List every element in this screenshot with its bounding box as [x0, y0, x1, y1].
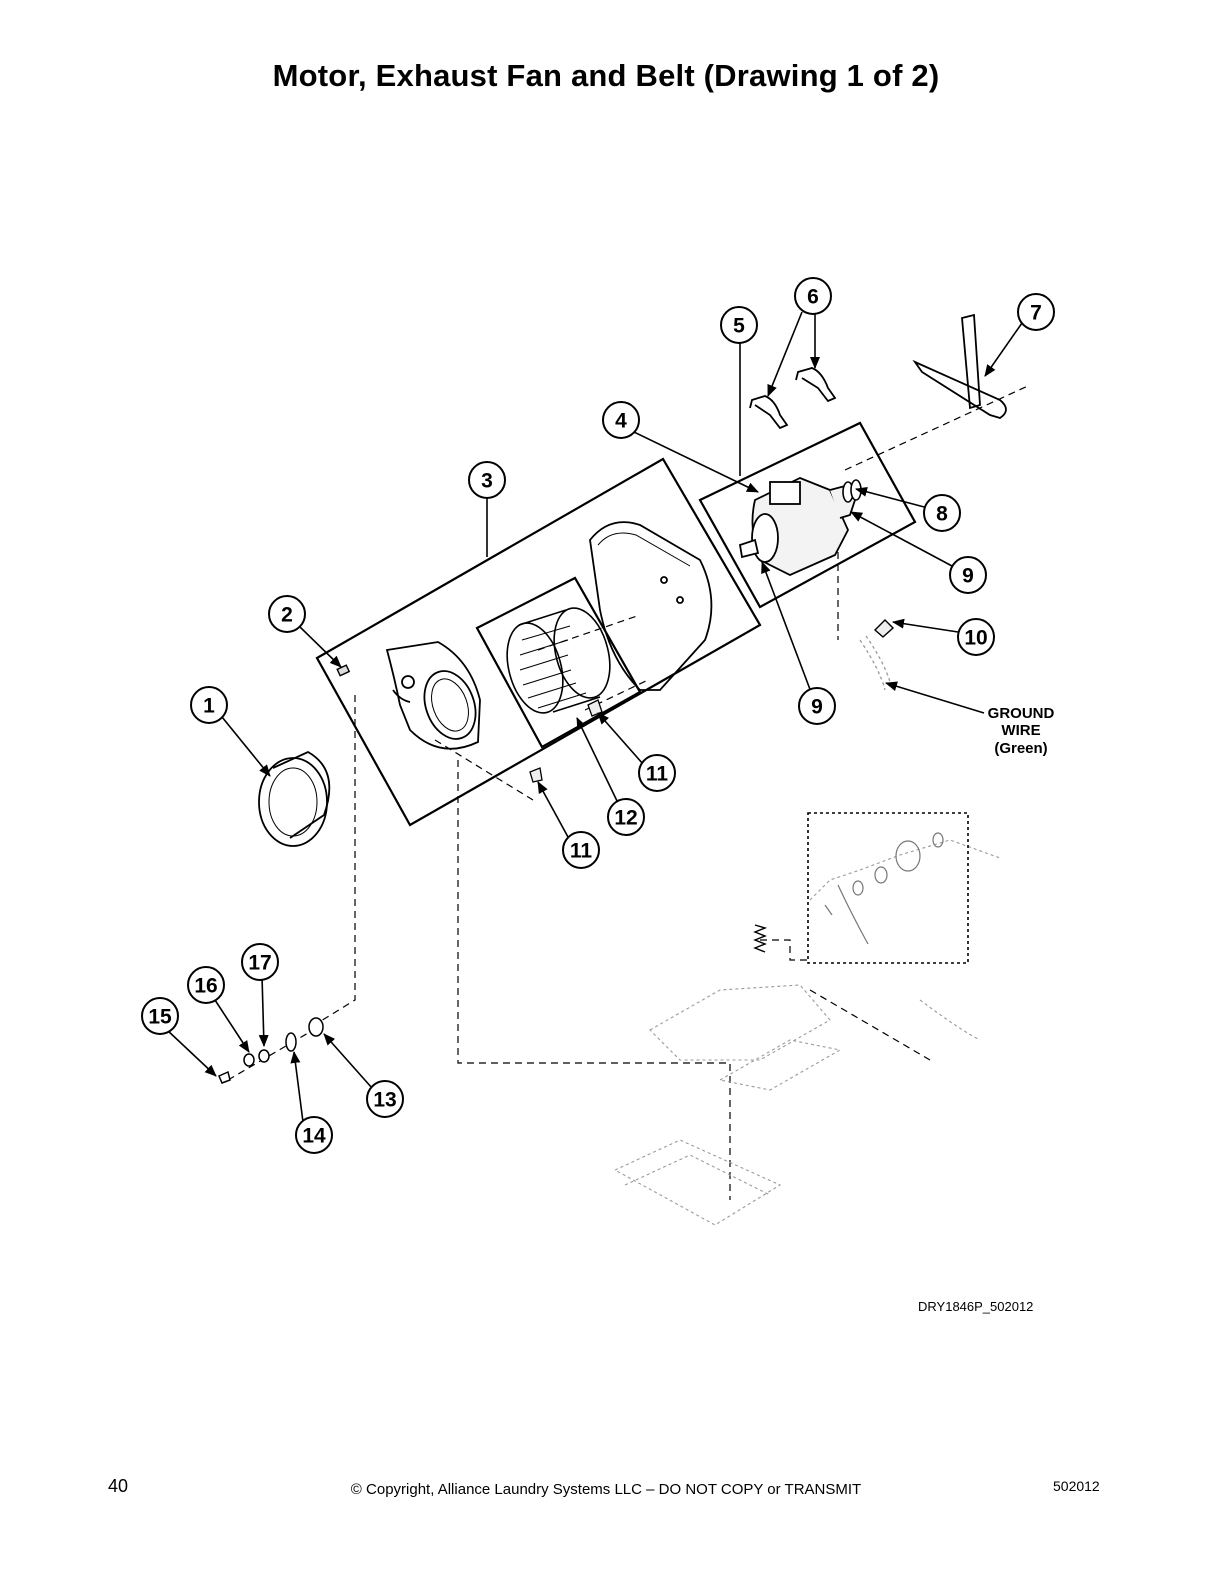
inset-detail-parts [824, 832, 944, 945]
callout-6-circle [794, 277, 832, 315]
callout-9b-circle [798, 687, 836, 725]
callout-3-circle [468, 461, 506, 499]
callout-11b-circle [562, 831, 600, 869]
housing-backplate-part [385, 641, 481, 750]
ground-wire-label-line2: WIRE [1001, 722, 1040, 739]
motor-clamp-part [749, 367, 837, 430]
ground-wire-label-line1: GROUND [988, 705, 1055, 722]
callout-9a-circle [949, 556, 987, 594]
callout-4-circle [602, 401, 640, 439]
callout-17-label: 17 [248, 952, 271, 975]
callout-11b-label: 11 [570, 840, 593, 863]
callout-7-circle [1017, 293, 1055, 331]
callout-13-label: 13 [373, 1089, 396, 1112]
background-frame-part [613, 839, 1001, 1226]
callout-8-label: 8 [936, 503, 948, 526]
ground-wire-part [859, 635, 893, 691]
copyright-notice: © Copyright, Alliance Laundry Systems LL… [350, 1481, 862, 1498]
callout-5-label: 5 [733, 315, 745, 338]
callout-14-circle [295, 1116, 333, 1154]
callout-6-label: 6 [807, 286, 819, 309]
callout-11a-label: 11 [646, 763, 669, 786]
callout-13-circle [366, 1080, 404, 1118]
ring-part [258, 750, 331, 847]
callout-12-label: 12 [614, 807, 637, 830]
callout-10-circle [957, 618, 995, 656]
callout-2-circle [268, 595, 306, 633]
callout-16-circle [187, 966, 225, 1004]
callout-17-circle [241, 943, 279, 981]
callout-4-label: 4 [615, 410, 627, 433]
drive-belt-part [912, 313, 1007, 419]
fan-group-box [475, 576, 642, 749]
fan-wheel-part [506, 607, 611, 714]
callout-2-label: 2 [281, 604, 293, 627]
callout-10-label: 10 [964, 627, 987, 650]
inset-detail-box [807, 812, 969, 964]
callout-15-circle [141, 997, 179, 1035]
callout-8-circle [923, 494, 961, 532]
callout-3-label: 3 [481, 470, 493, 493]
callout-16-label: 16 [194, 975, 217, 998]
callout-11a-circle [638, 754, 676, 792]
spring-part [753, 924, 768, 953]
screw-11-part [529, 699, 603, 783]
callout-9b-label: 9 [811, 696, 823, 719]
page-number: 40 [108, 1476, 129, 1496]
screw-2-part [336, 664, 351, 677]
drawing-id: DRY1846P_502012 [918, 1299, 1034, 1314]
callout-12-circle [607, 798, 645, 836]
motor-group-box [698, 421, 917, 609]
callout-9a-label: 9 [962, 565, 974, 588]
callout-14-label: 14 [302, 1125, 326, 1148]
blower-housing-part [589, 521, 713, 691]
page-title: Motor, Exhaust Fan and Belt (Drawing 1 o… [272, 58, 940, 93]
callout-15-label: 15 [148, 1006, 172, 1029]
motor-part [738, 477, 856, 576]
callout-1-label: 1 [203, 695, 215, 718]
document-number: 502012 [1053, 1478, 1100, 1494]
callout-1-circle [190, 686, 228, 724]
ground-screw-part [873, 619, 895, 638]
callout-7-label: 7 [1030, 302, 1042, 325]
callout-5-circle [720, 306, 758, 344]
fan-housing-group-box [315, 457, 762, 827]
pulley-part [842, 479, 862, 503]
small-hardware-part [218, 1017, 324, 1084]
ground-wire-label-line3: (Green) [994, 740, 1047, 757]
